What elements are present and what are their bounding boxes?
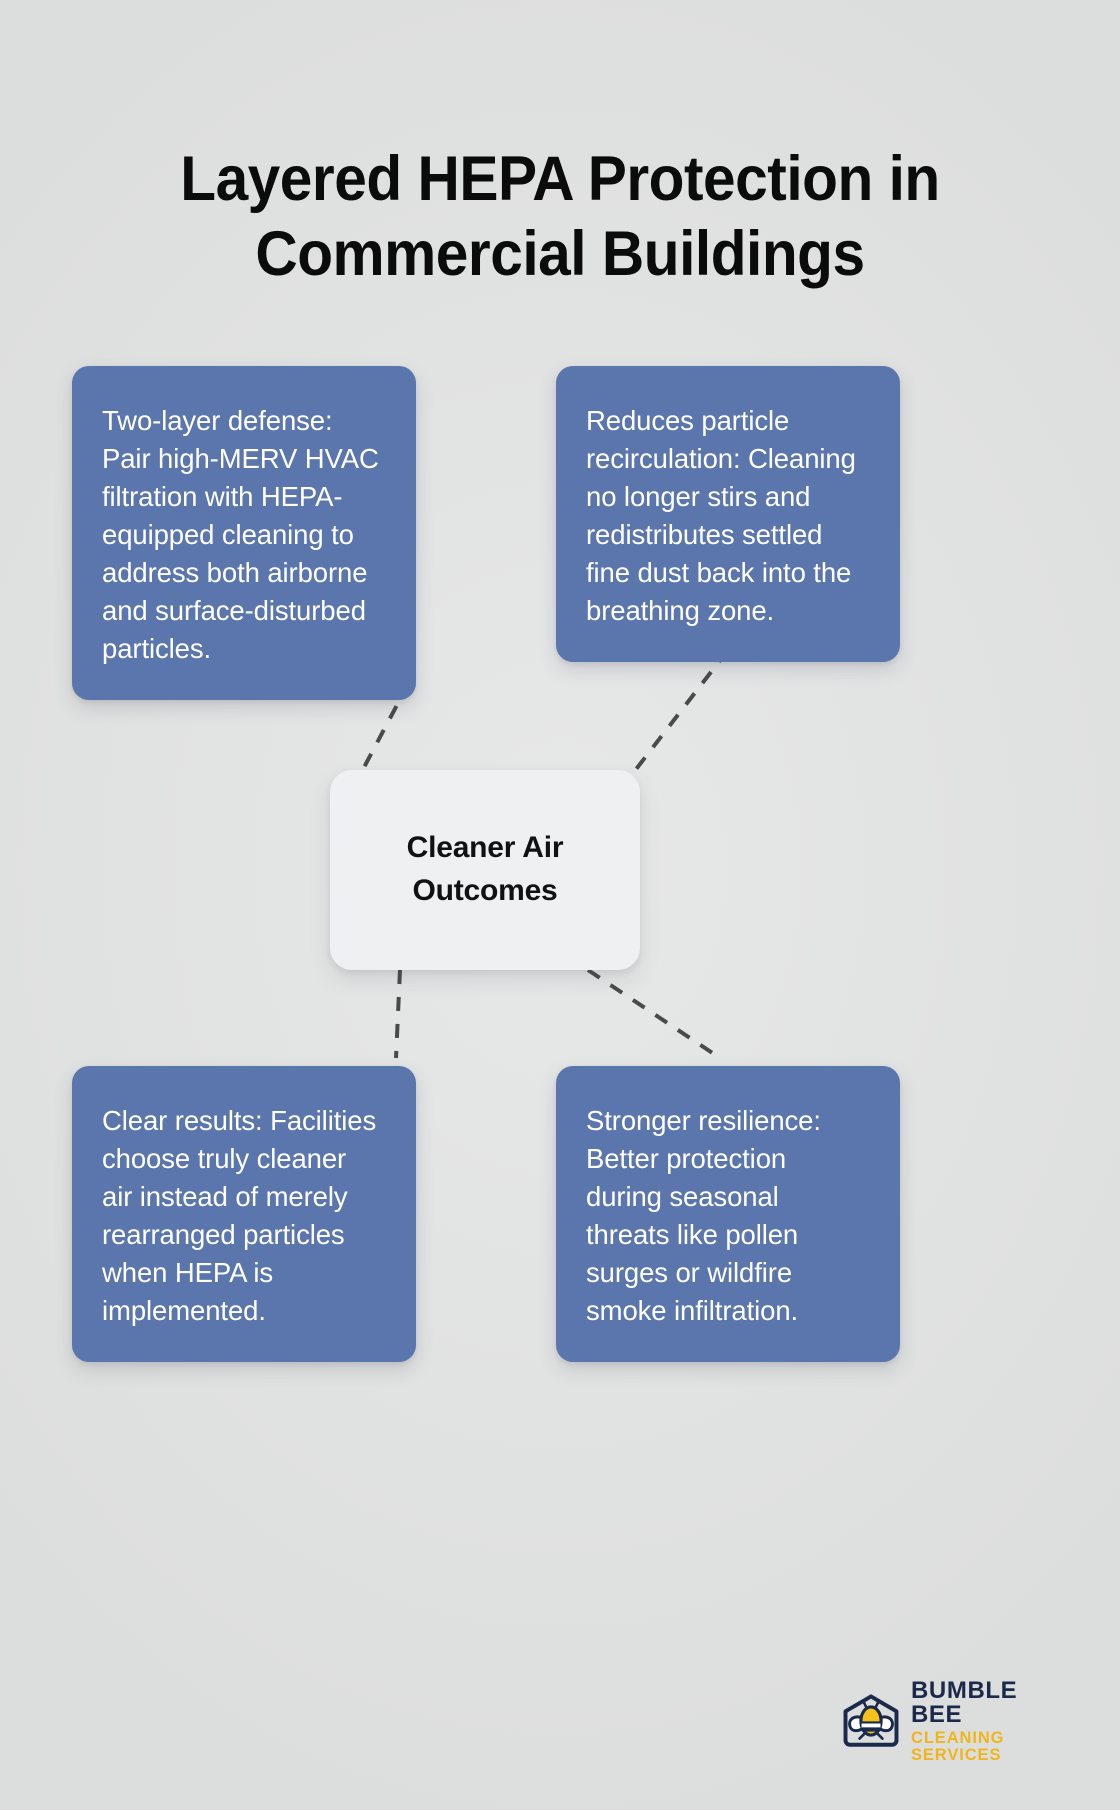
logo-brand-name: BUMBLE BEE xyxy=(911,1677,1018,1728)
info-card-bottom-left-text: Clear results: Facilities choose truly c… xyxy=(102,1105,377,1326)
info-card-bottom-left: Clear results: Facilities choose truly c… xyxy=(72,1066,416,1362)
logo-tagline: CLEANING SERVICES xyxy=(911,1729,1005,1764)
page-title-line-1: Layered HEPA Protection in xyxy=(180,144,940,215)
connector-center-to-bottom-right xyxy=(586,968,722,1060)
bee-house-icon xyxy=(843,1694,899,1747)
info-card-top-left: Two-layer defense: Pair high-MERV HVAC f… xyxy=(72,366,416,700)
connector-center-to-top-left xyxy=(350,687,408,791)
logo-wordmark: BUMBLE BEE CLEANING SERVICES xyxy=(911,1679,1040,1763)
page-title: Layered HEPA Protection in Commercial Bu… xyxy=(39,142,1081,291)
center-node-label: Cleaner Air Outcomes xyxy=(406,831,564,907)
info-card-bottom-right: Stronger resilience: Better protection d… xyxy=(556,1066,900,1362)
page-title-line-2: Commercial Buildings xyxy=(255,218,865,289)
info-card-top-right-text: Reduces particle recirculation: Cleaning… xyxy=(586,405,856,626)
info-card-bottom-right-text: Stronger resilience: Better protection d… xyxy=(586,1105,821,1326)
center-node: Cleaner Air Outcomes xyxy=(330,770,640,970)
connector-center-to-bottom-left xyxy=(394,969,402,1059)
connector-center-to-top-right xyxy=(618,648,730,792)
brand-logo: BUMBLE BEE CLEANING SERVICES xyxy=(840,1679,1040,1763)
info-card-top-right: Reduces particle recirculation: Cleaning… xyxy=(556,366,900,662)
info-card-top-left-text: Two-layer defense: Pair high-MERV HVAC f… xyxy=(102,405,379,664)
